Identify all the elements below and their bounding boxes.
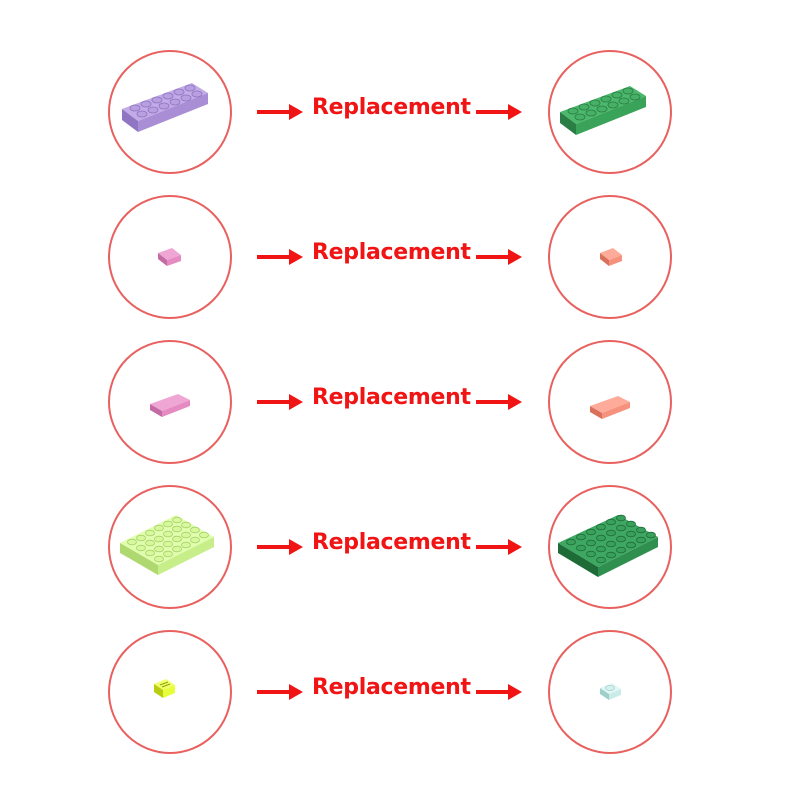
original-part-circle bbox=[108, 50, 232, 174]
replacement-row-5: Replacement bbox=[0, 627, 800, 757]
replacement-part-circle bbox=[548, 50, 672, 174]
arrow-right-icon bbox=[476, 394, 522, 410]
arrow-right-icon bbox=[476, 249, 522, 265]
original-part-circle bbox=[108, 340, 232, 464]
green-plate-2x6-icon bbox=[560, 86, 646, 135]
replacement-row-1: Replacement bbox=[0, 47, 800, 177]
replacement-part-circle bbox=[548, 630, 672, 754]
arrow-right-icon bbox=[257, 539, 303, 555]
salmon-tile-1x1-icon bbox=[600, 248, 622, 266]
replacement-row-3: Replacement bbox=[0, 337, 800, 467]
dark-green-plate-4x6-icon bbox=[558, 514, 658, 577]
arrow-right-icon bbox=[476, 684, 522, 700]
light-aqua-plate-1x1-icon bbox=[600, 683, 621, 700]
arrow-right-icon bbox=[257, 249, 303, 265]
pink-tile-1x1-icon bbox=[158, 248, 181, 266]
lime-grille-tile-1x1-icon bbox=[154, 679, 175, 698]
lime-plate-4x6-icon bbox=[120, 515, 214, 575]
original-part-circle bbox=[108, 195, 232, 319]
replacement-label: Replacement bbox=[312, 385, 471, 410]
pink-tile-1x2-icon bbox=[150, 394, 190, 417]
replacement-label: Replacement bbox=[312, 675, 471, 700]
salmon-tile-1x2-icon bbox=[590, 396, 630, 419]
replacement-label: Replacement bbox=[312, 95, 471, 120]
arrow-right-icon bbox=[257, 394, 303, 410]
lavender-plate-2x6-icon bbox=[122, 83, 208, 132]
original-part-circle bbox=[108, 630, 232, 754]
replacement-part-circle bbox=[548, 195, 672, 319]
replacement-part-circle bbox=[548, 340, 672, 464]
arrow-right-icon bbox=[257, 104, 303, 120]
replacement-row-4: Replacement bbox=[0, 482, 800, 612]
arrow-right-icon bbox=[476, 104, 522, 120]
replacement-label: Replacement bbox=[312, 530, 471, 555]
arrow-right-icon bbox=[257, 684, 303, 700]
original-part-circle bbox=[108, 485, 232, 609]
arrow-right-icon bbox=[476, 539, 522, 555]
replacement-label: Replacement bbox=[312, 240, 471, 265]
replacement-row-2: Replacement bbox=[0, 192, 800, 322]
replacement-part-circle bbox=[548, 485, 672, 609]
